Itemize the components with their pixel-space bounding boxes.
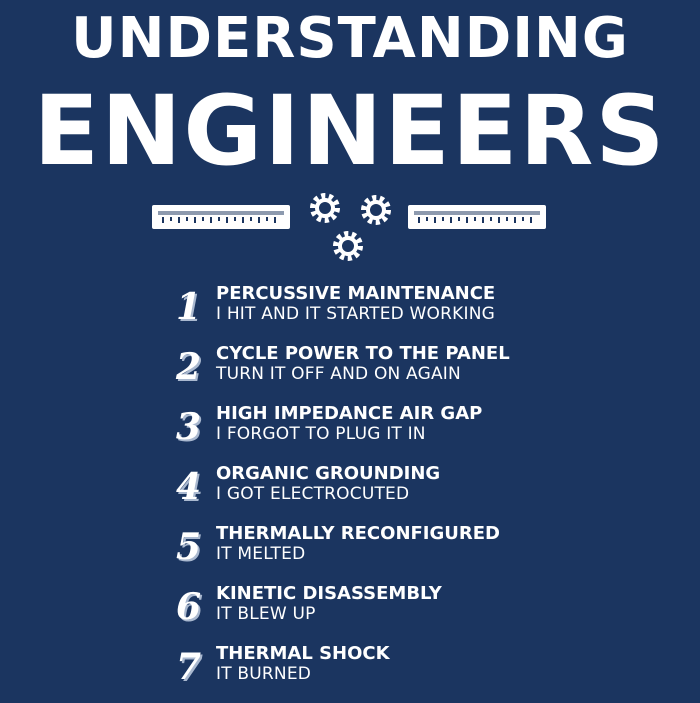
list-item: 2 CYCLE POWER TO THE PANEL TURN IT OFF A… (176, 343, 676, 403)
item-number: 1 (176, 286, 202, 328)
item-term: CYCLE POWER TO THE PANEL (216, 343, 510, 364)
item-number: 7 (176, 646, 202, 688)
list-item: 5 THERMALLY RECONFIGURED IT MELTED (176, 523, 676, 583)
item-term: HIGH IMPEDANCE AIR GAP (216, 403, 483, 424)
item-meaning: TURN IT OFF AND ON AGAIN (216, 364, 461, 384)
list-item: 3 HIGH IMPEDANCE AIR GAP I FORGOT TO PLU… (176, 403, 676, 463)
item-meaning: IT BLEW UP (216, 604, 316, 624)
item-meaning: I HIT AND IT STARTED WORKING (216, 304, 495, 324)
ruler-left-icon (152, 205, 290, 229)
title-engineers: ENGINEERS (33, 75, 667, 187)
item-meaning: IT MELTED (216, 544, 306, 564)
item-number: 5 (176, 526, 202, 568)
list-item: 4 ORGANIC GROUNDING I GOT ELECTROCUTED (176, 463, 676, 523)
ruler-right-icon (408, 205, 546, 229)
gears-icon (310, 193, 391, 261)
item-term: THERMALLY RECONFIGURED (216, 523, 500, 544)
engineer-terms-list: 1 PERCUSSIVE MAINTENANCE I HIT AND IT ST… (176, 283, 676, 703)
item-number: 2 (176, 346, 202, 388)
list-item: 6 KINETIC DISASSEMBLY IT BLEW UP (176, 583, 676, 643)
item-meaning: I GOT ELECTROCUTED (216, 484, 410, 504)
title-understanding: UNDERSTANDING (71, 6, 629, 71)
item-term: THERMAL SHOCK (216, 643, 390, 664)
list-item: 1 PERCUSSIVE MAINTENANCE I HIT AND IT ST… (176, 283, 676, 343)
item-term: PERCUSSIVE MAINTENANCE (216, 283, 496, 304)
item-term: KINETIC DISASSEMBLY (216, 583, 442, 604)
item-number: 4 (176, 466, 202, 508)
item-number: 3 (176, 406, 202, 448)
item-term: ORGANIC GROUNDING (216, 463, 441, 484)
item-meaning: IT BURNED (216, 664, 312, 684)
item-number: 6 (176, 586, 202, 628)
list-item: 7 THERMAL SHOCK IT BURNED (176, 643, 676, 703)
decoration (152, 193, 546, 261)
item-meaning: I FORGOT TO PLUG IT IN (216, 424, 426, 444)
